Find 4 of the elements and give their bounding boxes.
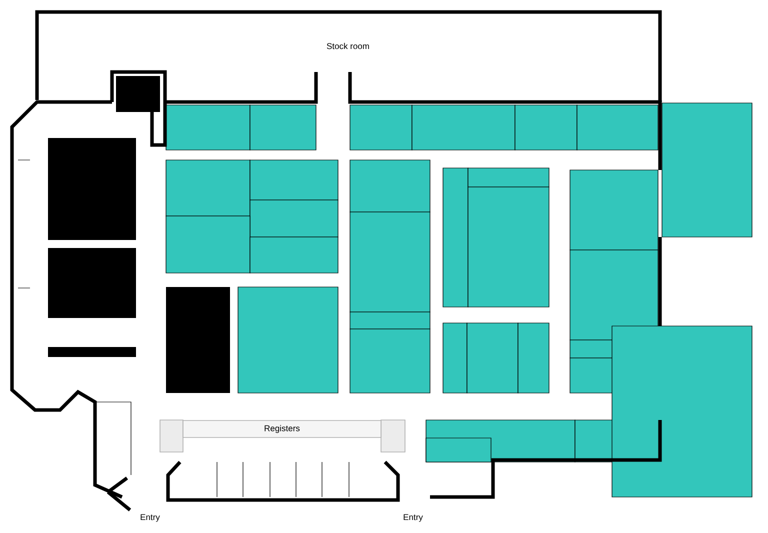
register-counter: Registers	[182, 420, 382, 438]
room-label: Stock room	[326, 42, 369, 50]
entry-label: Entry	[404, 514, 423, 522]
entry-label: Entry	[140, 514, 160, 522]
